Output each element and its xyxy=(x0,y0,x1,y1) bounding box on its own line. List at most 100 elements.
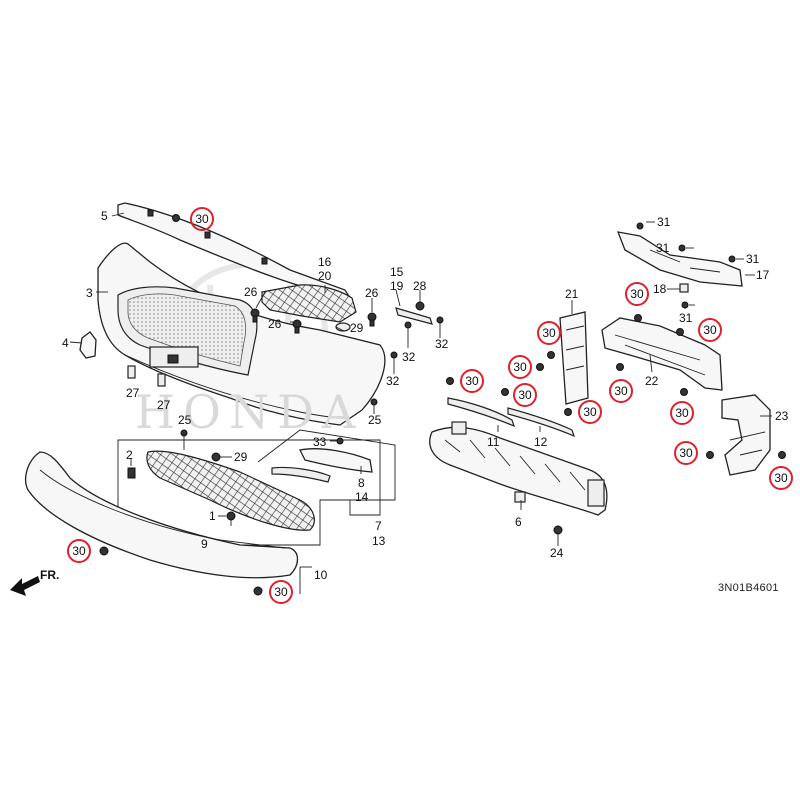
callout-30-12: 30 xyxy=(769,466,793,490)
side-spacer-mesh xyxy=(261,284,357,323)
label-27-right: 27 xyxy=(157,398,171,412)
label-32-b: 32 xyxy=(435,337,449,351)
label-21: 21 xyxy=(565,287,579,301)
bracket-12 xyxy=(507,407,575,438)
screw-31-c xyxy=(728,255,736,263)
grille-opening-inner xyxy=(127,293,247,367)
clip-27-left xyxy=(127,365,136,379)
clip-26-right xyxy=(367,312,377,327)
callout-30-2: 30 xyxy=(537,321,561,345)
fog-garnish-box xyxy=(257,429,396,501)
label-25-a: 25 xyxy=(178,413,192,427)
front-arrow-icon xyxy=(10,576,40,596)
screw-32-b xyxy=(436,316,444,330)
side-bracket-23-detail xyxy=(729,431,766,456)
label-32-a: 32 xyxy=(402,350,416,364)
upper-bracket-17 xyxy=(616,231,743,287)
label-19: 19 xyxy=(390,279,404,293)
air-guide-22-detail xyxy=(614,334,706,376)
label-5: 5 xyxy=(101,209,108,223)
screw-spoiler-right xyxy=(253,586,263,596)
screw-25-b xyxy=(370,398,378,411)
label-31-a: 31 xyxy=(657,215,671,229)
label-31-d: 31 xyxy=(679,311,693,325)
label-10: 10 xyxy=(314,568,328,582)
side-bracket xyxy=(395,307,433,325)
label-24: 24 xyxy=(550,546,564,560)
label-13: 13 xyxy=(372,534,386,548)
emblem-mount xyxy=(167,354,179,364)
label-11: 11 xyxy=(487,435,500,449)
clip-27-right xyxy=(157,373,166,387)
label-20: 20 xyxy=(318,269,332,283)
upper-bracket-17-holes xyxy=(649,249,721,273)
leader-lines xyxy=(69,212,772,594)
label-27-left: 27 xyxy=(126,386,140,400)
front-indicator: FR. xyxy=(40,568,60,582)
side-bracket-23 xyxy=(721,394,771,476)
label-14: 14 xyxy=(355,490,369,504)
screw-1 xyxy=(226,511,236,526)
screw-31-a xyxy=(636,222,644,230)
absorber-21 xyxy=(559,311,589,405)
label-9: 9 xyxy=(201,537,208,551)
label-29-upper: 29 xyxy=(350,321,364,335)
label-33: 33 xyxy=(313,435,327,449)
screw-32-a xyxy=(404,321,412,335)
callout-30-4: 30 xyxy=(460,369,484,393)
label-26-left: 26 xyxy=(244,285,258,299)
callout-30-8: 30 xyxy=(625,282,649,306)
callout-30-13: 30 xyxy=(67,539,91,563)
callout-30-10: 30 xyxy=(670,401,694,425)
label-18: 18 xyxy=(653,282,667,296)
label-28: 28 xyxy=(413,279,427,293)
fog-garnish-trim xyxy=(271,466,331,483)
callout-30-3: 30 xyxy=(508,355,532,379)
air-guide-22 xyxy=(601,317,723,391)
label-31-b: 31 xyxy=(656,241,670,255)
label-23: 23 xyxy=(775,409,789,423)
label-3: 3 xyxy=(86,286,93,300)
callout-30-14: 30 xyxy=(269,580,293,604)
label-26-mid: 26 xyxy=(268,317,282,331)
bumper-lower-lip xyxy=(124,354,346,419)
label-29-lower: 29 xyxy=(234,450,248,464)
absorber-21-detail xyxy=(565,325,585,371)
fog-garnish xyxy=(299,448,373,473)
clip-29-lower xyxy=(211,452,221,462)
label-12: 12 xyxy=(534,435,548,449)
bolt-24 xyxy=(553,525,563,542)
clip-26-left xyxy=(250,308,260,323)
label-2: 2 xyxy=(126,448,133,462)
label-31-c: 31 xyxy=(746,252,760,266)
label-25-b: 25 xyxy=(368,413,382,427)
callout-30-6: 30 xyxy=(578,400,602,424)
beam-bracket-right xyxy=(587,479,605,507)
lower-spoiler xyxy=(25,451,299,579)
bracket-11 xyxy=(447,397,515,428)
bumper-beam-ribs xyxy=(444,439,586,491)
screw-31-d xyxy=(681,301,689,309)
screw-32-c xyxy=(390,351,398,365)
lower-mesh-grille xyxy=(146,450,315,531)
label-15: 15 xyxy=(390,265,404,279)
clip-29-upper xyxy=(335,322,351,332)
callout-30-7: 30 xyxy=(609,379,633,403)
label-26-right: 26 xyxy=(365,286,379,300)
label-16: 16 xyxy=(318,255,332,269)
label-6: 6 xyxy=(515,515,522,529)
callout-30-11: 30 xyxy=(674,441,698,465)
screw-spoiler-left xyxy=(99,546,109,556)
label-7: 7 xyxy=(375,519,382,533)
bumper-beam xyxy=(429,426,608,516)
label-1: 1 xyxy=(209,509,216,523)
label-22: 22 xyxy=(645,374,659,388)
callout-30-5: 30 xyxy=(513,383,537,407)
clip-18 xyxy=(679,283,689,293)
beam-tab xyxy=(514,491,526,503)
beam-bracket-left xyxy=(451,421,467,435)
lower-spoiler-edge xyxy=(39,469,286,549)
clips-30 xyxy=(172,214,786,459)
label-8: 8 xyxy=(358,476,365,490)
